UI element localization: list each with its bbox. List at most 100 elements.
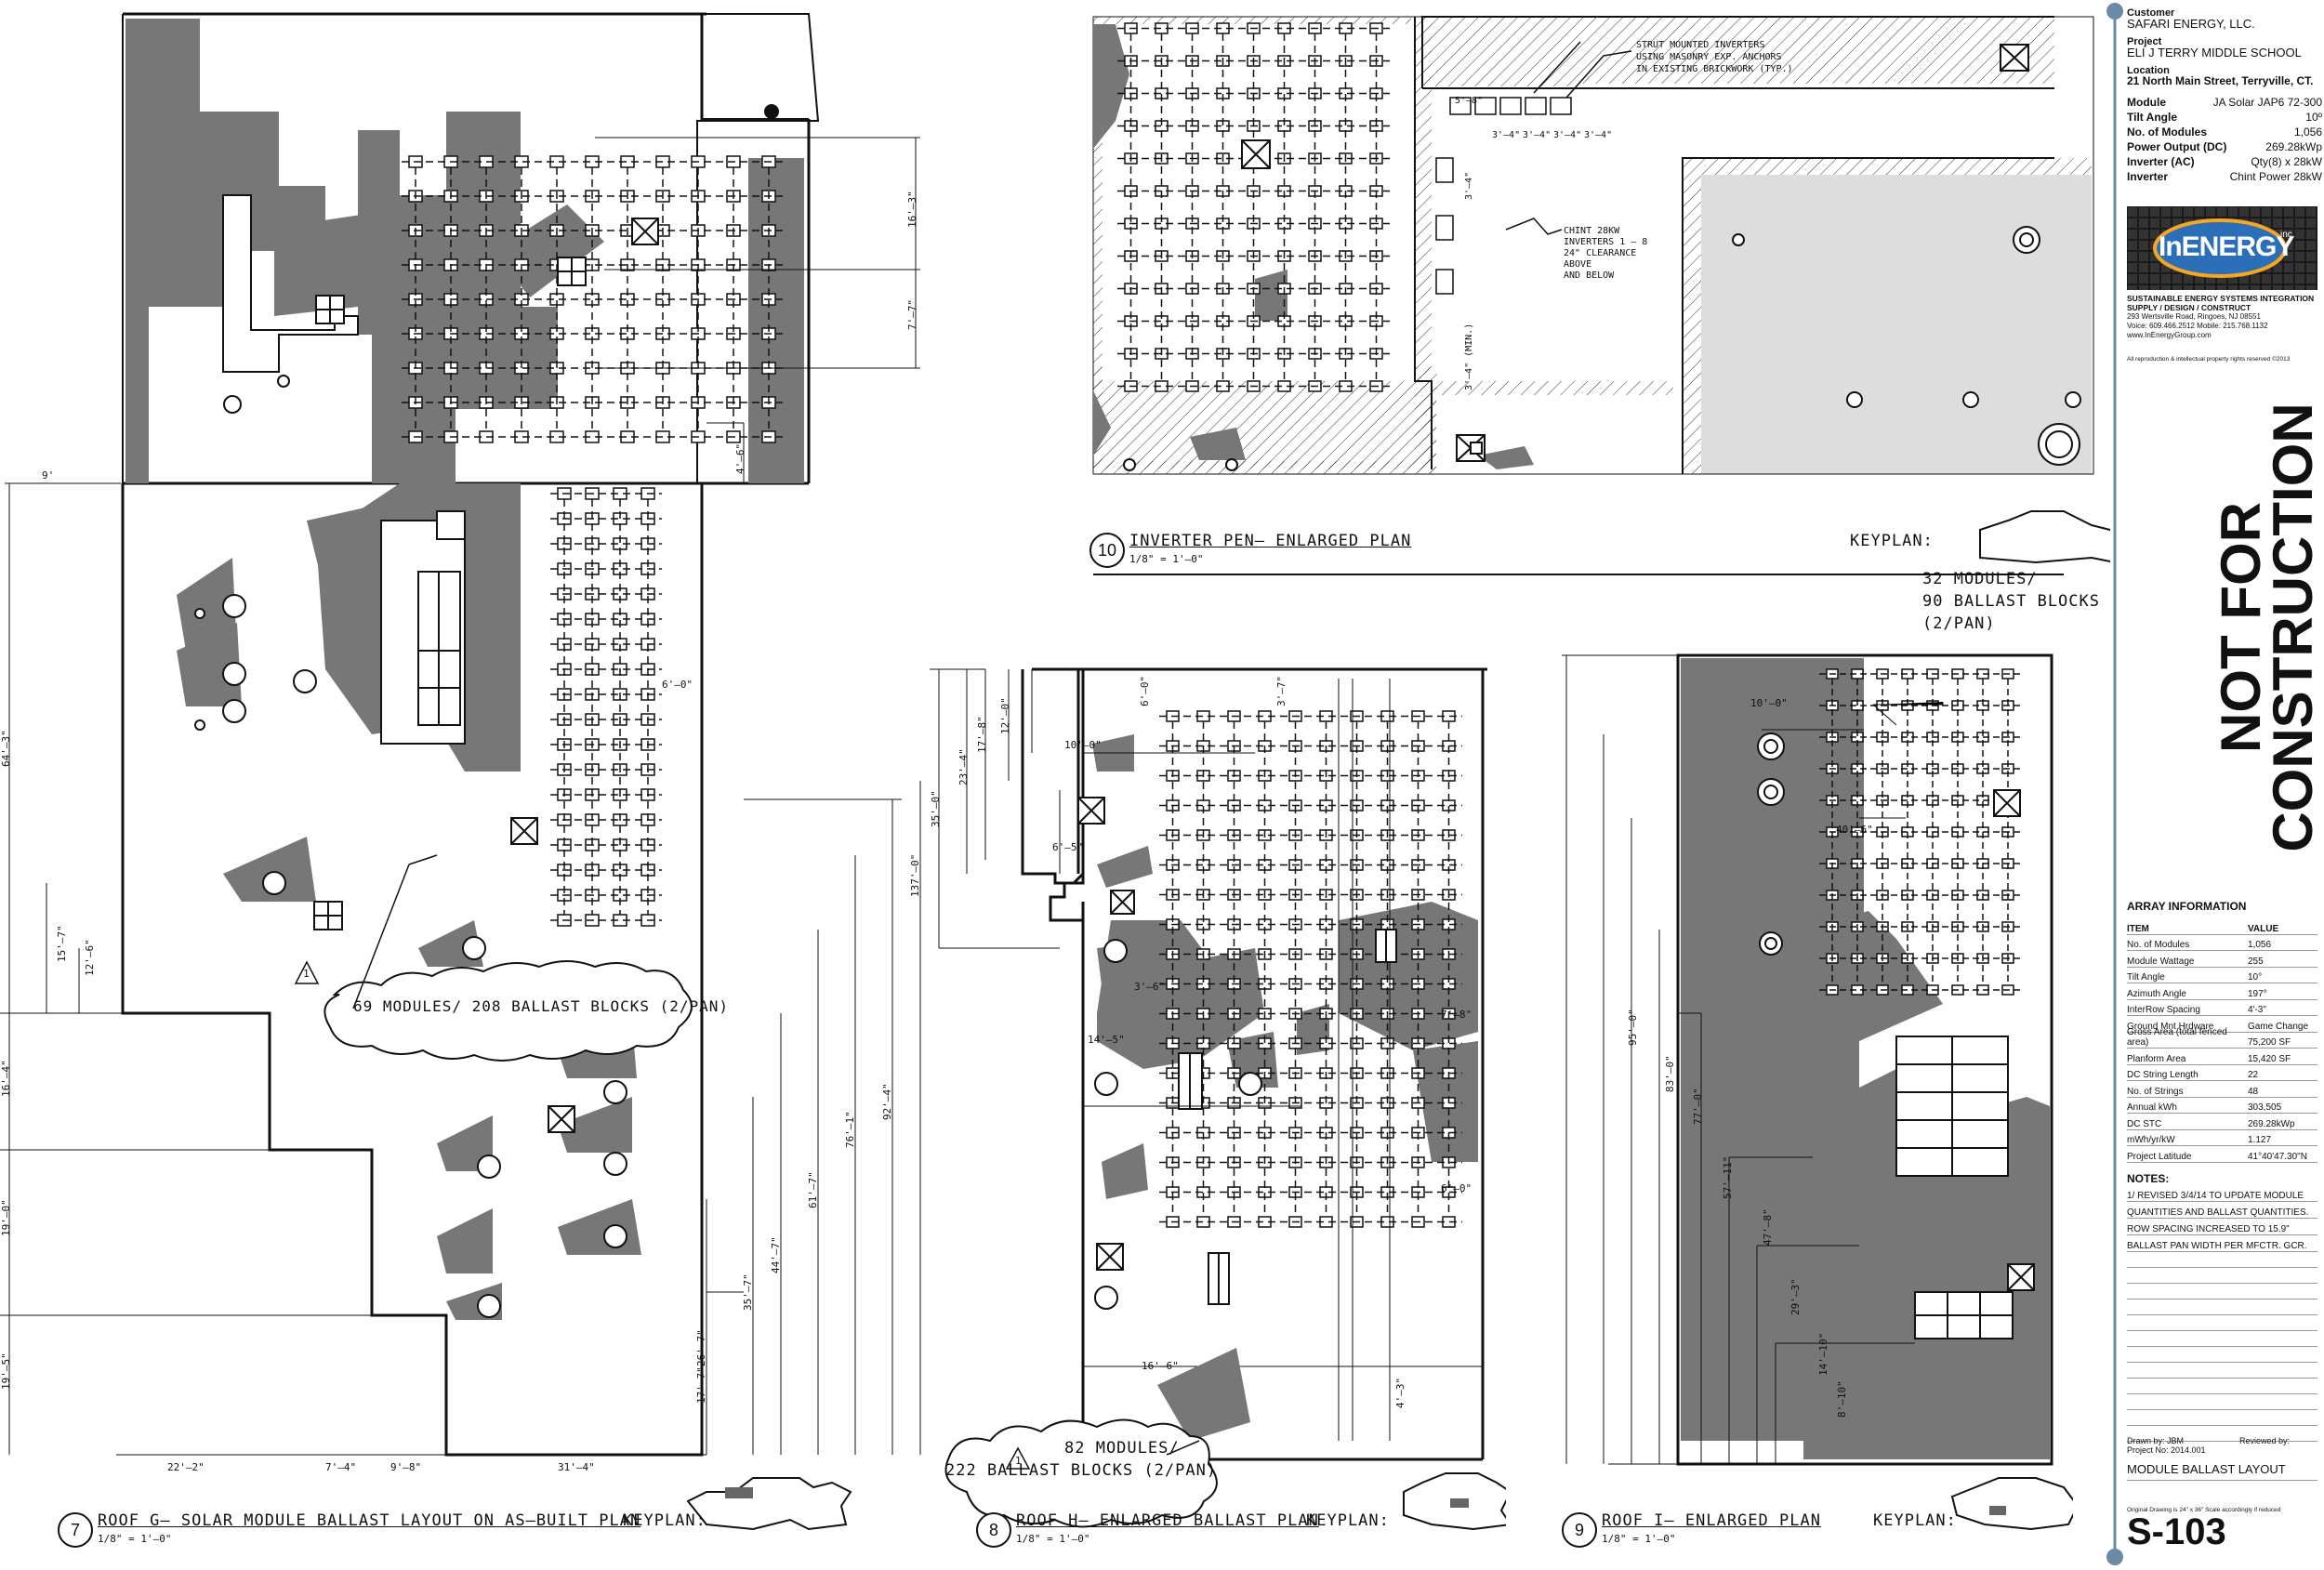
sheet-title: MODULE BALLAST LAYOUT — [2127, 1462, 2317, 1481]
inv-dim-2: 3'–4" — [1523, 130, 1552, 140]
blank-note-line — [2127, 1331, 2317, 1347]
roof-g-dim-11: 19'–5" — [0, 1352, 12, 1390]
roof-h-title: ROOF H– ENLARGED BALLAST PLAN — [1016, 1511, 1319, 1530]
blank-note-line — [2127, 1284, 2317, 1300]
roof-h-dim-12: 16'–6" — [1142, 1360, 1179, 1372]
roof-g-dim-5: 64'–3" — [0, 730, 12, 767]
inverter-pen-scale: 1/8" = 1'–0" — [1129, 553, 1204, 565]
roof-h-dim-10: 7'–8" — [1441, 1009, 1472, 1021]
blank-note-line — [2127, 1268, 2317, 1284]
customer-value: SAFARI ENERGY, LLC. — [2127, 17, 2255, 31]
roof-h-dim-8: 3'–6" — [1134, 981, 1166, 993]
roof-i-drawing-number: 9 — [1562, 1512, 1597, 1548]
roof-i-dim-9: 40'–6" — [1836, 824, 1873, 836]
roof-g-dim-1: 7'–7" — [906, 298, 918, 330]
blank-note-line — [2127, 1315, 2317, 1331]
inv-note2-l3: 24" CLEARANCE — [1564, 248, 1637, 258]
roof-h-dim-6: 3'–7" — [1275, 675, 1287, 706]
note-line: QUANTITIES AND BALLAST QUANTITIES. — [2127, 1202, 2317, 1219]
blank-note-line — [2127, 1394, 2317, 1410]
project-label: Project — [2127, 36, 2162, 47]
reviewed-by: Reviewed by: — [2238, 1436, 2290, 1445]
roof-g-dim-14: 61'–7" — [807, 1171, 819, 1208]
location-value: 21 North Main Street, Terryville, CT. — [2127, 74, 2314, 87]
inv-note2-l4: ABOVE — [1564, 259, 1592, 270]
rights-note: All reproduction & intellectual property… — [2127, 356, 2291, 363]
company-phone: Voice: 609.466.2512 Mobile: 215.768.1132 — [2127, 322, 2268, 330]
spec-row-power: Power Output (DC)269.28kWp — [2127, 140, 2322, 153]
roof-i-plan — [1562, 653, 2073, 1531]
roof-h-dim-3: 12'–0" — [999, 697, 1011, 734]
project-number: Project No: 2014.001 — [2127, 1445, 2206, 1455]
roof-g-dim-12: 92'–4" — [881, 1083, 893, 1120]
company-address: 293 Wertsville Road, Ringoes, NJ 08551 — [2127, 312, 2261, 321]
roof-i-dim-0: 95'–0" — [1627, 1009, 1639, 1046]
roof-i-callout-l1: 32 MODULES/ — [1922, 570, 2038, 588]
roof-g-dim-17: 26'–7" — [695, 1329, 707, 1366]
roof-h-dim-9: 14'–5" — [1088, 1034, 1125, 1046]
roof-i-dim-5: 29'–3" — [1789, 1278, 1802, 1315]
roof-h-dim-2: 17'–8" — [976, 716, 988, 753]
roof-g-dim-10: 19'–0" — [0, 1199, 12, 1236]
roof-i-dim-6: 14'–10" — [1817, 1332, 1829, 1376]
customer-label: Customer — [2127, 7, 2175, 19]
note-line: BALLAST PAN WIDTH PER MFCTR. GCR. — [2127, 1235, 2317, 1252]
company-tagline: SUSTAINABLE ENERGY SYSTEMS INTEGRATION — [2127, 294, 2315, 303]
roof-i-dim-2: 77'–0" — [1692, 1088, 1704, 1125]
roof-g-drawing-number: 7 — [58, 1512, 93, 1548]
stamp-line1: NOT FOR — [2210, 502, 2272, 753]
inv-dim-1: 3'–4" — [1492, 130, 1521, 140]
blank-note-line — [2127, 1426, 2317, 1442]
roof-h-dim-7: 6'–5" — [1052, 841, 1084, 853]
roof-i-dim-1: 83'–0" — [1664, 1055, 1676, 1092]
company-tagline2: SUPPLY / DESIGN / CONSTRUCT — [2127, 303, 2251, 312]
note-line: 1/ REVISED 3/4/14 TO UPDATE MODULE — [2127, 1185, 2317, 1202]
blank-note-line — [2127, 1363, 2317, 1379]
roof-i-dim-4: 47'–8" — [1762, 1208, 1774, 1246]
inv-dim-6: 3'–4" (MIN.) — [1464, 323, 1474, 390]
inverter-pen-keyplan-label: KEYPLAN: — [1850, 532, 1934, 550]
roof-h-dim-4: 10'–0" — [1064, 739, 1102, 751]
roof-h-dim-1: 23'–4" — [957, 748, 970, 785]
spec-row-inverter-ac: Inverter (AC)Qty(8) x 28kW — [2127, 155, 2322, 168]
inv-note1-l2: USING MASONRY EXP. ANCHORS — [1636, 52, 1782, 62]
roof-h-dim-11: 6'–0" — [1441, 1182, 1472, 1194]
roof-i-keyplan-label: KEYPLAN: — [1873, 1511, 1957, 1530]
logo-text: InENERGY — [2159, 231, 2294, 262]
roof-i-module-grid — [1819, 668, 2021, 996]
roof-g-dim-15: 44'–7" — [770, 1236, 782, 1273]
project-value: ELI J TERRY MIDDLE SCHOOL — [2127, 46, 2302, 59]
stamp-line2: CONSTRUCTION — [2262, 402, 2324, 852]
roof-g-revision-mark: 1 — [303, 968, 310, 980]
title-block: Customer SAFARI ENERGY, LLC. Project ELI… — [2118, 0, 2324, 1570]
inv-note1-l1: STRUT MOUNTED INVERTERS — [1636, 40, 1765, 50]
blank-note-line — [2127, 1379, 2317, 1394]
roof-h-drawing-number: 8 — [976, 1512, 1011, 1548]
inv-dim-3: 3'–4" — [1553, 130, 1582, 140]
roof-g-dim-20: 7'–4" — [325, 1461, 357, 1473]
roof-g-dim-7: 15'–7" — [56, 925, 68, 962]
inv-note2-l2: INVERTERS 1 – 8 — [1564, 237, 1648, 247]
roof-i-dim-8: 10'–0" — [1750, 697, 1788, 709]
roof-g-dim-18: 17'–7" — [695, 1366, 707, 1404]
location-label: Location — [2127, 65, 2170, 76]
roof-g-dim-3: 9' — [42, 469, 55, 482]
roof-g-dim-4: 6'–0" — [662, 679, 693, 691]
roof-h-dim-0: 35'–0" — [930, 790, 942, 827]
notes-title: NOTES: — [2127, 1171, 2170, 1185]
roof-h-revision-mark: 1 — [1015, 1455, 1023, 1467]
roof-i-dim-3: 57'–11" — [1722, 1155, 1734, 1199]
roof-g-callout: 69 MODULES/ 208 BALLAST BLOCKS (2/PAN) — [353, 997, 730, 1015]
roof-h-callout-l1: 82 MODULES/ — [1064, 1439, 1180, 1458]
roof-g-dim-8: 12'–6" — [84, 939, 96, 976]
inenergy-logo: InENERGY inc. — [2127, 206, 2317, 290]
